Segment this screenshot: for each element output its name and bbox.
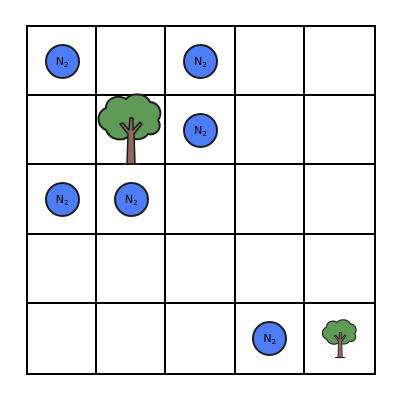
grid-cell-r1-c1[interactable] (97, 93, 167, 166)
grid-cell-r3-c1[interactable] (97, 234, 167, 304)
token-label-sub: 2 (202, 60, 207, 69)
grid-cell-r1-c4[interactable] (304, 96, 374, 166)
token-label-sub: 2 (202, 129, 207, 138)
grid-cell-r2-c2[interactable] (166, 165, 236, 235)
token-label-sub: 2 (133, 198, 138, 207)
grid-cell-r0-c4[interactable] (304, 27, 374, 97)
grid-cell-r3-c4[interactable] (304, 235, 374, 304)
token-label-sub: 2 (63, 198, 69, 207)
grid-cell-r1-c3[interactable] (235, 96, 305, 166)
grid-cell-r0-c1[interactable] (97, 27, 167, 97)
grid-cell-r2-c3[interactable] (235, 165, 305, 235)
grid-cell-r4-c1[interactable] (97, 303, 167, 373)
grid-cell-r3-c2[interactable] (166, 234, 236, 304)
token-label-main: N (55, 54, 64, 68)
grid-cell-r4-c2[interactable] (166, 303, 236, 373)
token-label-sub: 2 (63, 60, 69, 69)
token-label-main: N (124, 192, 134, 206)
tree-icon[interactable] (94, 90, 164, 166)
grid-cell-r3-c3[interactable] (235, 234, 305, 304)
grid-cell-r2-c4[interactable] (304, 165, 374, 235)
token-label-main: N (194, 54, 203, 68)
grid-cell-r3-c0[interactable] (28, 234, 98, 304)
grid-cell-r4-c4[interactable] (305, 304, 374, 373)
tree-icon[interactable] (320, 316, 358, 360)
grid-cell-r4-c0[interactable] (28, 303, 98, 373)
token-label-main: N (55, 192, 64, 206)
token-label-main: N (263, 332, 272, 346)
token-label-sub: 2 (271, 338, 277, 347)
token-label-main: N (194, 123, 203, 137)
grid-cell-r0-c3[interactable] (235, 27, 305, 97)
grid-cell-r1-c0[interactable] (28, 96, 98, 166)
